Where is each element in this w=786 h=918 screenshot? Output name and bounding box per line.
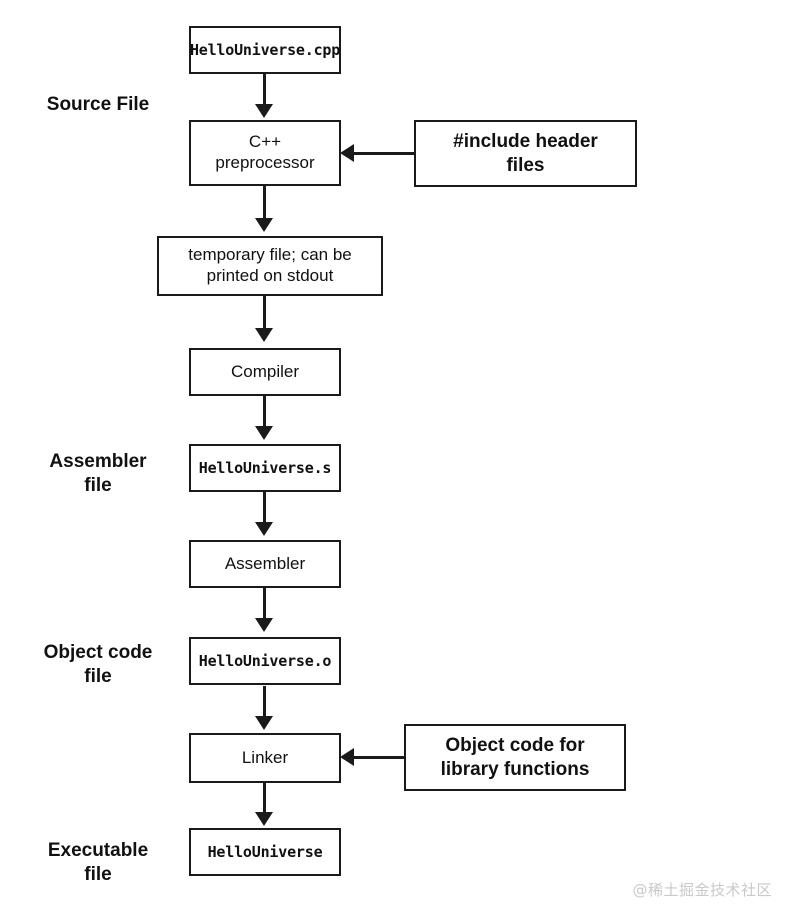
- connector-preprocessor-to-temp-line: [263, 186, 266, 220]
- node-linker[interactable]: Linker: [189, 733, 341, 783]
- connector-temp-to-compiler-line: [263, 296, 266, 330]
- connector-preprocessor-to-temp-arrow: [255, 218, 273, 232]
- node-include-header-files[interactable]: #include header files: [414, 120, 637, 187]
- connector-libobj-to-linker-line: [344, 756, 406, 759]
- node-library-object-code-label: Object code for library functions: [440, 735, 590, 780]
- node-include-header-files-label: #include header files: [453, 131, 598, 176]
- stage-label-assembler-file: Assembler file: [49, 451, 147, 497]
- connector-asmfile-to-assembler-line: [263, 492, 266, 524]
- connector-assembler-to-objfile-line: [263, 588, 266, 620]
- node-source-file[interactable]: HelloUniverse.cpp: [189, 26, 341, 74]
- node-preprocessor[interactable]: C++ preprocessor: [189, 120, 341, 186]
- node-executable[interactable]: HelloUniverse: [189, 828, 341, 876]
- connector-objfile-to-linker-line: [263, 686, 266, 718]
- node-assembler-file-label: HelloUniverse.s: [198, 458, 332, 477]
- stage-label-source-file: Source File: [46, 94, 150, 115]
- node-object-file-label: HelloUniverse.o: [198, 651, 332, 670]
- node-assembler[interactable]: Assembler: [189, 540, 341, 588]
- node-source-file-label: HelloUniverse.cpp: [189, 40, 341, 59]
- node-compiler-label: Compiler: [230, 361, 300, 381]
- node-executable-label: HelloUniverse: [207, 842, 323, 861]
- node-object-file[interactable]: HelloUniverse.o: [189, 637, 341, 685]
- stage-label-object-code-file: Object code file: [43, 642, 153, 688]
- node-assembler-file[interactable]: HelloUniverse.s: [189, 444, 341, 492]
- node-linker-label: Linker: [241, 747, 289, 767]
- watermark: @稀土掘金技术社区: [632, 881, 772, 899]
- connector-compiler-to-asmfile-line: [263, 396, 266, 428]
- connector-libobj-to-linker-arrow: [340, 748, 354, 766]
- connector-objfile-to-linker-arrow: [255, 716, 273, 730]
- node-temporary-file[interactable]: temporary file; can be printed on stdout: [157, 236, 383, 296]
- connector-temp-to-compiler-arrow: [255, 328, 273, 342]
- connector-include-to-preprocessor-line: [344, 152, 416, 155]
- connector-compiler-to-asmfile-arrow: [255, 426, 273, 440]
- connector-include-to-preprocessor-arrow: [340, 144, 354, 162]
- node-assembler-label: Assembler: [224, 553, 306, 573]
- node-library-object-code[interactable]: Object code for library functions: [404, 724, 626, 791]
- connector-source-to-preprocessor-arrow: [255, 104, 273, 118]
- connector-asmfile-to-assembler-arrow: [255, 522, 273, 536]
- connector-linker-to-executable-arrow: [255, 812, 273, 826]
- node-compiler[interactable]: Compiler: [189, 348, 341, 396]
- node-temporary-file-label: temporary file; can be printed on stdout: [188, 245, 352, 285]
- connector-assembler-to-objfile-arrow: [255, 618, 273, 632]
- connector-source-to-preprocessor-line: [263, 72, 266, 106]
- connector-linker-to-executable-line: [263, 782, 266, 814]
- stage-label-executable-file: Executable file: [47, 840, 149, 886]
- node-preprocessor-label: C++ preprocessor: [215, 132, 315, 172]
